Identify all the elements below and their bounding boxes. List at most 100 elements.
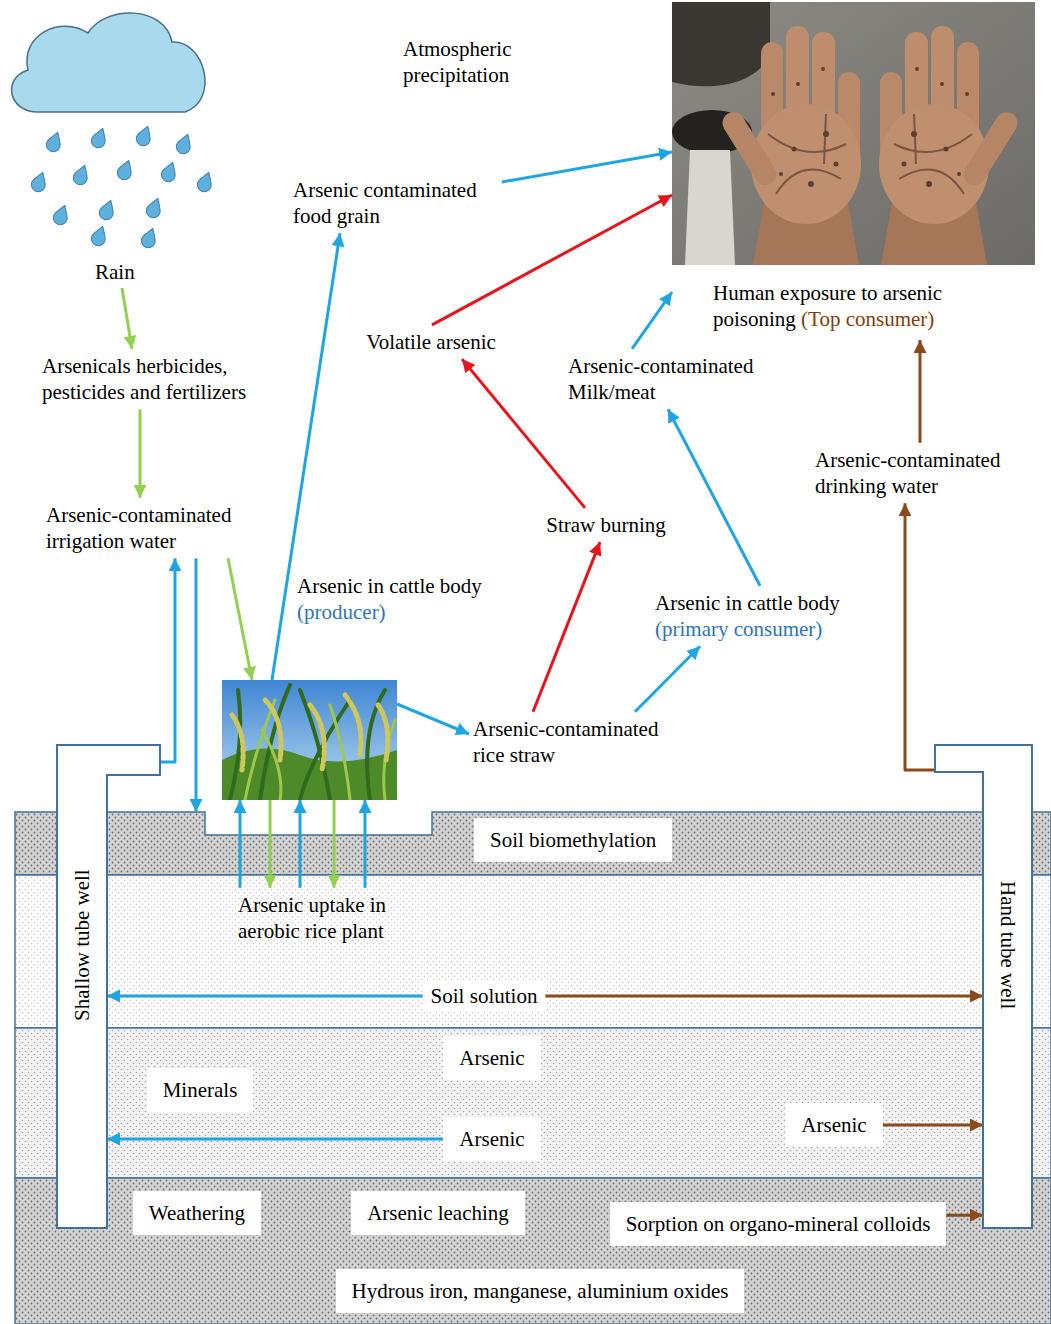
node-text: Arsenic — [459, 1045, 524, 1071]
rain-cloud-part-part — [134, 124, 154, 148]
flow-arrow — [545, 995, 983, 998]
rain-cloud-part-part — [97, 198, 117, 222]
rice-photo-part — [230, 685, 385, 800]
node-text: Soil biomethylation — [474, 818, 672, 862]
text-node: Arsenic-contaminated irrigation water — [42, 498, 255, 559]
text-node: Arsenic in cattle body(primary consumer) — [651, 586, 864, 647]
rain-cloud-part-part — [51, 203, 71, 227]
cloud-node: Rain — [5, 3, 220, 288]
soil-box: Arsenic — [443, 1036, 540, 1080]
node-text: (primary consumer) — [655, 616, 860, 642]
flow-arrow — [502, 152, 672, 182]
node-text: Hydrous iron, manganese, aluminium oxide… — [352, 1278, 729, 1304]
rain-cloud-part-part — [174, 132, 194, 156]
rain-cloud — [12, 13, 216, 250]
rice-photo-part-part — [330, 705, 350, 800]
caption: Arsenic in cattle body(producer) — [297, 573, 497, 626]
node-text: Rain — [95, 259, 135, 285]
soil-box: Arsenic — [785, 1103, 882, 1147]
photo-node: Human exposure to arsenic poisoning(Top … — [672, 2, 1035, 340]
text-node: Arsenicals herbicides, pesticides and fe… — [38, 349, 264, 410]
node-text: Arsenic-contaminated drinking water — [815, 447, 1020, 500]
flow-arrow — [883, 1124, 983, 1127]
node-text: Hand tube well — [995, 881, 1021, 1009]
rain-cloud-part-part — [44, 130, 64, 154]
rice-photo-part-part — [265, 700, 281, 760]
node-text: Arsenic — [459, 1126, 524, 1152]
text-node: Arsenic-contaminated Milk/meat — [564, 349, 777, 410]
text-node: Arsenic uptake in aerobic rice plant — [234, 888, 402, 949]
flow-arrow — [107, 995, 423, 998]
flow-arrow — [139, 409, 142, 498]
well-outline — [935, 745, 1032, 1228]
soil-box: Weathering — [133, 1191, 261, 1235]
flow-arrow — [239, 800, 242, 888]
soil-layers-part — [15, 1028, 1051, 1178]
text-node: Arsenic-contaminated drinking water — [811, 443, 1024, 504]
tube-well: Shallow tube well — [57, 745, 107, 1228]
flow-arrow — [432, 195, 672, 325]
flow-arrow — [397, 704, 469, 734]
node-text: Sorption on organo-mineral colloids — [626, 1211, 931, 1237]
rice-photo-part-part — [232, 715, 243, 770]
flow-arrow — [228, 558, 252, 680]
flow-arrow — [107, 1138, 443, 1141]
rain-cloud-part-part — [71, 163, 91, 187]
soil-layers-part — [15, 875, 1051, 1028]
node-text: Arsenic — [801, 1112, 866, 1138]
rice-photo-part-part — [300, 700, 350, 800]
soil-layers — [15, 812, 1051, 1324]
node-text: Volatile arsenic — [366, 329, 496, 355]
node-text: Arsenicals herbicides, pesticides and fe… — [42, 353, 260, 406]
rice-photo-part-part — [230, 690, 240, 800]
node-text: Shallow tube well — [69, 869, 95, 1021]
well-outline — [57, 745, 160, 1228]
node-text: Arsenic-contaminated irrigation water — [46, 502, 251, 555]
hands-photo — [672, 2, 1035, 265]
soil-box: Hydrous iron, manganese, aluminium oxide… — [336, 1269, 745, 1313]
hands-photo-part — [672, 2, 770, 86]
rain-cloud-part-part — [115, 158, 135, 182]
soil-box: Arsenic — [443, 1117, 540, 1161]
soil-band: Soil biomethylation — [15, 812, 1051, 875]
rain-cloud-part-part — [159, 160, 179, 184]
text-node: Straw burning — [542, 508, 670, 542]
flow-arrow — [364, 800, 367, 888]
node-text: Arsenic-contaminated rice straw — [473, 716, 678, 769]
rain-cloud-part-part — [89, 126, 109, 150]
rice-photo-part-part — [378, 705, 388, 760]
node-text: Arsenic contaminated food grain — [293, 177, 498, 230]
rice-photo-part-part — [310, 705, 324, 770]
note-label: Atmospheric precipitation — [403, 36, 528, 89]
flow-arrow — [333, 800, 336, 888]
rain-cloud-part-part — [139, 226, 159, 250]
flow-arrow — [122, 288, 132, 349]
flow-arrow — [946, 1214, 983, 1217]
soil-box: Sorption on organo-mineral colloids — [610, 1202, 947, 1246]
rain-cloud-part-part — [89, 224, 109, 248]
rain-cloud-part-part — [29, 170, 49, 194]
soil-box: Soil solution — [423, 981, 546, 1011]
soil-box: Arsenic leaching — [351, 1191, 525, 1235]
text-node: Volatile arsenic — [362, 325, 500, 359]
flow-arrow — [919, 340, 922, 443]
flow-arrow — [299, 800, 302, 888]
rice-photo-part-part — [262, 730, 281, 800]
flow-arrow — [635, 646, 700, 712]
caption-text: (producer) — [297, 599, 497, 625]
rain-cloud-part — [12, 13, 205, 112]
node-text: Minerals — [163, 1077, 238, 1103]
flow-arrow — [195, 558, 198, 812]
rice-photo-part — [232, 695, 388, 770]
flow-arrow — [632, 292, 672, 349]
text-node: Arsenic contaminated food grain — [289, 173, 502, 234]
text-node: Arsenic-contaminated rice straw — [469, 712, 682, 773]
caption: Human exposure to arsenic poisoning(Top … — [713, 280, 958, 333]
hands-photo-part — [718, 26, 864, 265]
node-text: Arsenic in cattle body — [655, 590, 860, 616]
caption-text: Arsenic in cattle body — [297, 573, 497, 599]
node-text: Arsenic uptake in aerobic rice plant — [238, 892, 398, 945]
soil-layers-part — [15, 812, 1051, 875]
rice-photo-part-part — [345, 695, 361, 755]
